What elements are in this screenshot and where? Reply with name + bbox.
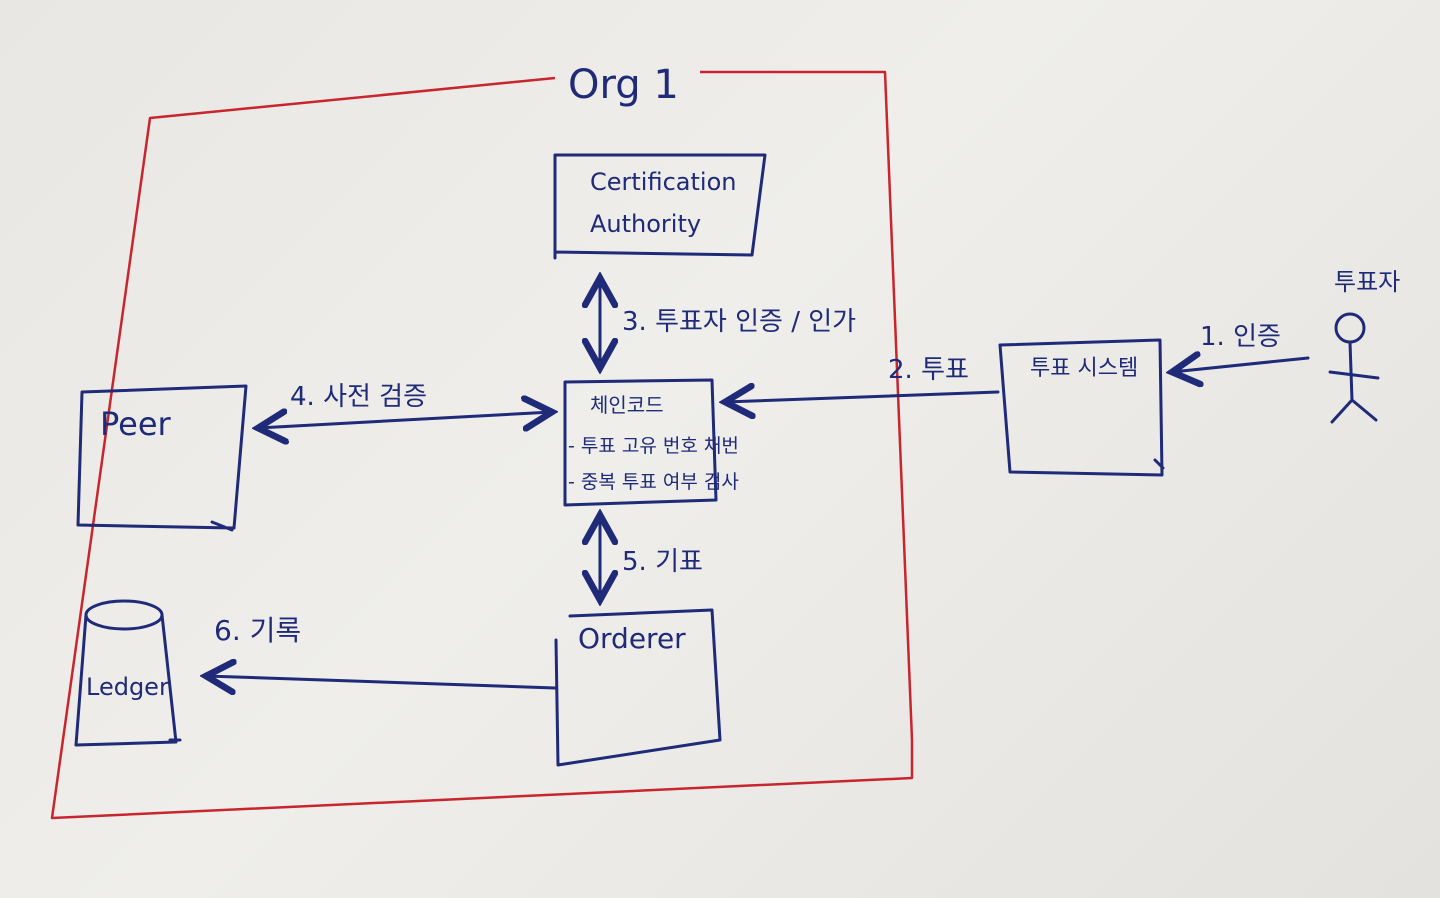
- chaincode-item-1: - 투표 고유 번호 채번: [568, 435, 739, 457]
- ledger-label: Ledger: [86, 673, 169, 701]
- chaincode-title: 체인코드: [590, 393, 664, 417]
- edge-label-2: 2. 투표: [888, 355, 969, 385]
- edge-label-1: 1. 인증: [1200, 322, 1281, 352]
- edge-orderer-ledger: [206, 676, 557, 688]
- ca-box: [553, 153, 767, 260]
- org-boundary: [50, 70, 914, 820]
- edge-voter-system: [1172, 358, 1310, 372]
- orderer-label: Orderer: [578, 622, 686, 655]
- voter-label: 투표자: [1334, 268, 1400, 296]
- chaincode-box: [563, 378, 718, 507]
- edge-label-6: 6. 기록: [214, 614, 301, 647]
- chaincode-item-2: - 중복 투표 여부 검사: [568, 471, 739, 493]
- edge-label-5: 5. 기표: [622, 547, 703, 577]
- ledger-cylinder: [74, 599, 182, 747]
- voter-figure: [1328, 312, 1380, 424]
- ca-label-line1: Certification: [590, 168, 736, 196]
- org-title: Org 1: [568, 62, 679, 108]
- voting-system-label: 투표 시스템: [1030, 356, 1138, 381]
- edge-label-4: 4. 사전 검증: [290, 382, 427, 412]
- peer-box: [76, 384, 248, 532]
- edge-label-3: 3. 투표자 인증 / 인가: [622, 307, 856, 337]
- peer-label: Peer: [100, 405, 172, 443]
- voting-system-box: [998, 338, 1165, 477]
- orderer-box: [554, 608, 722, 767]
- edge-peer-chaincode: [258, 412, 552, 428]
- ca-label-line2: Authority: [590, 210, 701, 238]
- edge-system-chaincode: [725, 392, 1000, 402]
